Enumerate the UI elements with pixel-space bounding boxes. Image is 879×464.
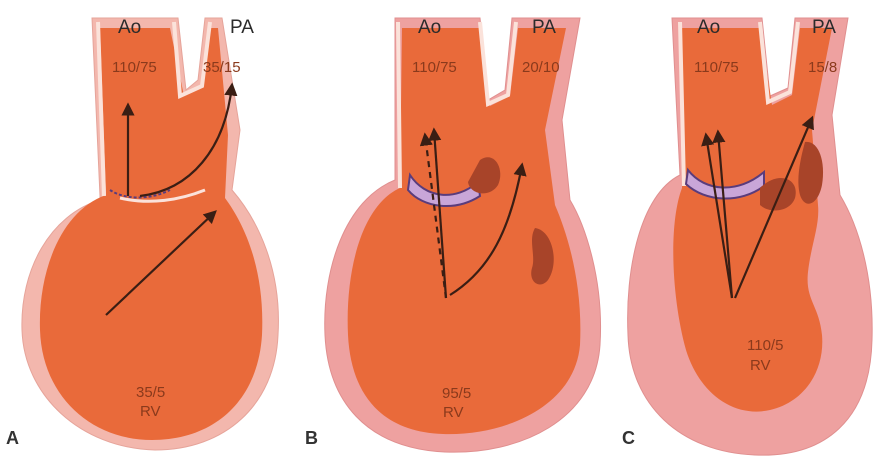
panel-letter: A <box>6 428 19 448</box>
panel-c: Ao PA 110/75 15/8 110/5 RV C <box>622 17 872 455</box>
pa-label: PA <box>230 17 254 38</box>
pa-label: PA <box>532 17 556 38</box>
rv-label: RV <box>750 357 771 374</box>
panel-letter: B <box>305 428 318 448</box>
ao-label: Ao <box>697 17 720 38</box>
panel-letter: C <box>622 428 635 448</box>
rv-pressure: 95/5 <box>442 385 471 402</box>
rv-label: RV <box>140 403 161 420</box>
rv-pressure: 110/5 <box>747 337 783 354</box>
pa-pressure: 15/8 <box>808 59 837 76</box>
ao-pressure: 110/75 <box>694 59 739 76</box>
rv-muscle <box>348 28 581 434</box>
panel-b: Ao PA 110/75 20/10 95/5 RV B <box>305 17 601 452</box>
ao-label: Ao <box>418 17 441 38</box>
ao-pressure: 110/75 <box>112 59 157 76</box>
pa-pressure: 35/15 <box>203 59 241 76</box>
rv-muscle <box>673 28 832 412</box>
panel-a: Ao PA 110/75 35/15 35/5 RV A <box>6 17 278 450</box>
ao-label: Ao <box>118 17 141 38</box>
pa-label: PA <box>812 17 836 38</box>
ao-pressure: 110/75 <box>412 59 457 76</box>
rv-label: RV <box>443 404 464 421</box>
rv-pressure: 35/5 <box>136 384 165 401</box>
pa-pressure: 20/10 <box>522 59 560 76</box>
